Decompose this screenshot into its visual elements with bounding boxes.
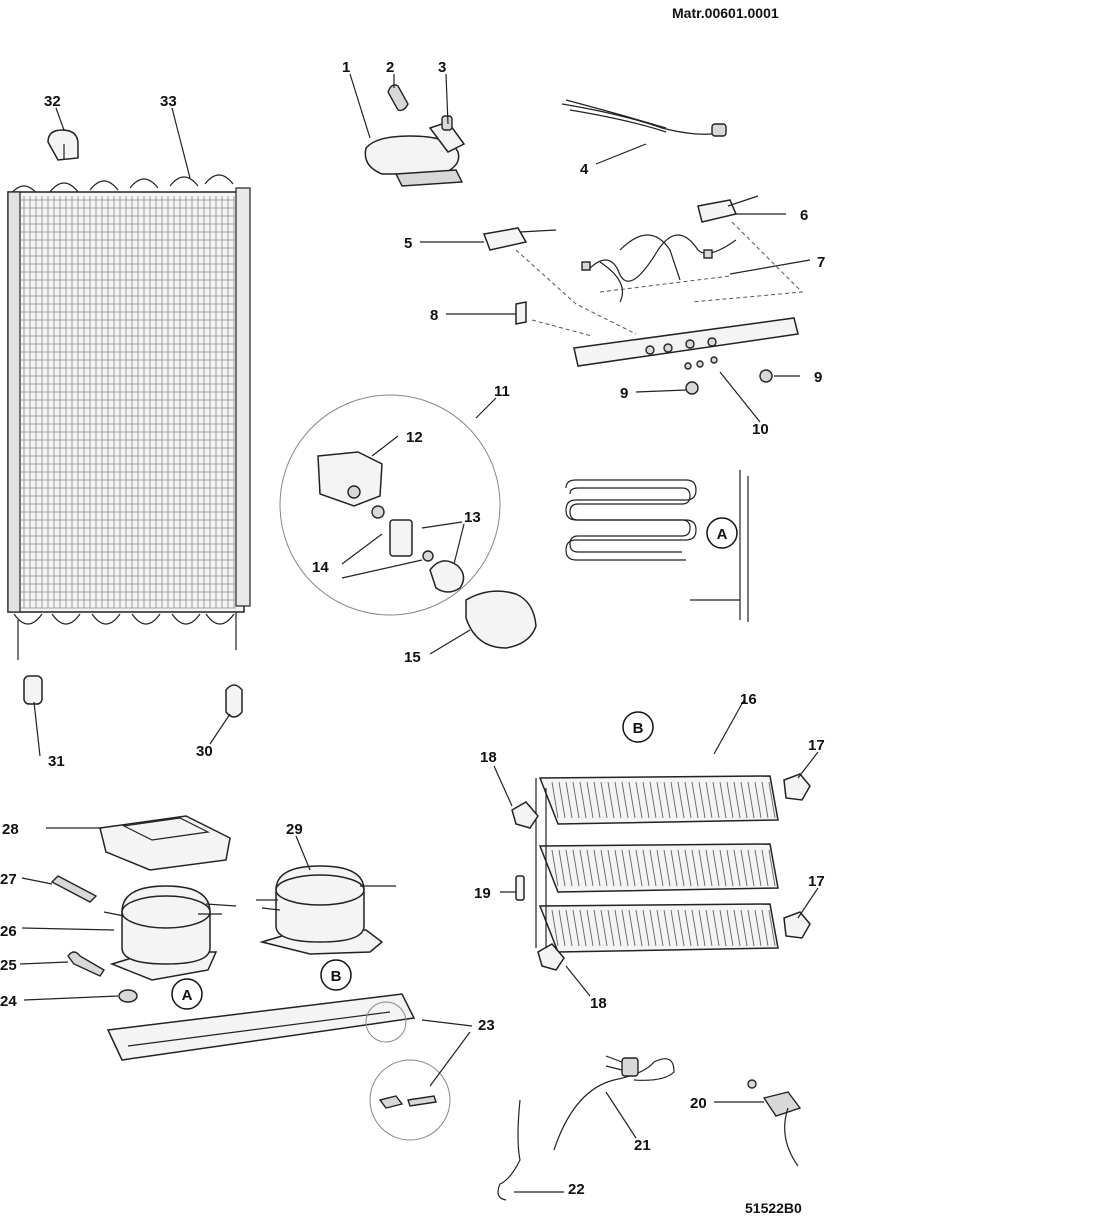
- part-24-grommet: [118, 989, 138, 1003]
- callout-3: 3: [438, 59, 446, 76]
- part-6-connector: [697, 195, 759, 223]
- part-4-wiring: [561, 99, 727, 137]
- variant-badge-a-compressor: A: [171, 978, 203, 1010]
- part-18-clip: [537, 943, 565, 971]
- part-26-compressor-a: [103, 885, 237, 981]
- part-31-filter: [23, 675, 43, 705]
- assembly-lines: [515, 221, 804, 337]
- condenser-bottom-loops: [13, 613, 235, 625]
- callout-26: 26: [0, 923, 17, 940]
- callout-17b: 17: [808, 873, 825, 890]
- part-18-clip: [511, 801, 539, 829]
- part-28-base-plate: [99, 815, 231, 871]
- callout-23: 23: [478, 1017, 495, 1034]
- part-20-relay: [747, 1079, 802, 1167]
- svg-text:B: B: [633, 720, 644, 737]
- variant-badge-b-compressor: B: [320, 959, 352, 991]
- callout-16: 16: [740, 691, 757, 708]
- condenser-top-loops: [9, 174, 234, 196]
- callout-18b: 18: [590, 995, 607, 1012]
- callout-22: 22: [568, 1181, 585, 1198]
- variant-badge-a-evaporator: A: [706, 517, 738, 549]
- part-30-filter: [225, 684, 243, 718]
- part-19-spacer: [515, 875, 525, 901]
- part-13-motor: [389, 519, 413, 557]
- callout-13: 13: [464, 509, 481, 526]
- matr-number: Matr.00601.0001: [672, 5, 779, 21]
- part-10-lamps: [684, 356, 718, 370]
- callout-20: 20: [690, 1095, 707, 1112]
- callout-21: 21: [634, 1137, 651, 1154]
- part-3-switch: [428, 115, 466, 153]
- callout-11: 11: [494, 383, 510, 400]
- callout-24: 24: [0, 993, 17, 1010]
- callout-9a: 9: [814, 369, 822, 386]
- part-17-clip: [783, 773, 811, 801]
- callout-14: 14: [312, 559, 329, 576]
- part-2-bulb: [387, 84, 409, 112]
- part-15-fan-cover: [465, 590, 537, 649]
- callout-2: 2: [386, 59, 394, 76]
- part-9-knob: [759, 369, 773, 383]
- callout-10: 10: [752, 421, 769, 438]
- callout-25: 25: [0, 957, 17, 974]
- part-7-wiring: [581, 234, 737, 303]
- part-17-clip: [783, 911, 811, 939]
- part-32-cap: [47, 129, 79, 161]
- callout-17a: 17: [808, 737, 825, 754]
- part-1-lamp-cover: [364, 135, 464, 187]
- callout-30: 30: [196, 743, 213, 760]
- part-29-compressor-b: [256, 865, 396, 955]
- control-panel: [573, 317, 799, 367]
- part-11-fan-assembly: [279, 394, 501, 616]
- callout-18a: 18: [480, 749, 497, 766]
- part-27-rod: [50, 875, 98, 903]
- part-9-knob: [685, 381, 699, 395]
- callout-1: 1: [342, 59, 350, 76]
- callout-15: 15: [404, 649, 421, 666]
- svg-text:A: A: [182, 987, 193, 1004]
- callout-7: 7: [817, 254, 825, 271]
- condenser-fins: [20, 196, 236, 609]
- part-12-motor-bracket: [317, 451, 383, 507]
- part-21-power-cord: [553, 1055, 675, 1151]
- svg-text:B: B: [331, 968, 342, 985]
- callout-12: 12: [406, 429, 423, 446]
- callout-19: 19: [474, 885, 491, 902]
- evaporator-a: [565, 470, 749, 622]
- svg-text:A: A: [717, 526, 728, 543]
- part-25-clip: [67, 951, 105, 977]
- shelf-grid: [551, 781, 776, 947]
- part-22-cable: [497, 1099, 521, 1201]
- part-8-bracket: [515, 301, 527, 325]
- variant-badge-b-shelves: B: [622, 711, 654, 743]
- diagram-code: 51522B0: [745, 1200, 802, 1216]
- leader-lines: [19, 73, 819, 1193]
- callout-33: 33: [160, 93, 177, 110]
- callout-6: 6: [800, 207, 808, 224]
- callout-8: 8: [430, 307, 438, 324]
- callout-9b: 9: [620, 385, 628, 402]
- callout-5: 5: [404, 235, 412, 252]
- callout-32: 32: [44, 93, 61, 110]
- part-23-rail: [106, 993, 451, 1141]
- part-5-connector: [482, 227, 557, 251]
- part-16-shelves: [535, 775, 779, 958]
- callout-31: 31: [48, 753, 65, 770]
- callout-27: 27: [0, 871, 17, 888]
- callout-28: 28: [2, 821, 19, 838]
- callout-29: 29: [286, 821, 303, 838]
- callout-4: 4: [580, 161, 589, 178]
- condenser: [7, 174, 251, 660]
